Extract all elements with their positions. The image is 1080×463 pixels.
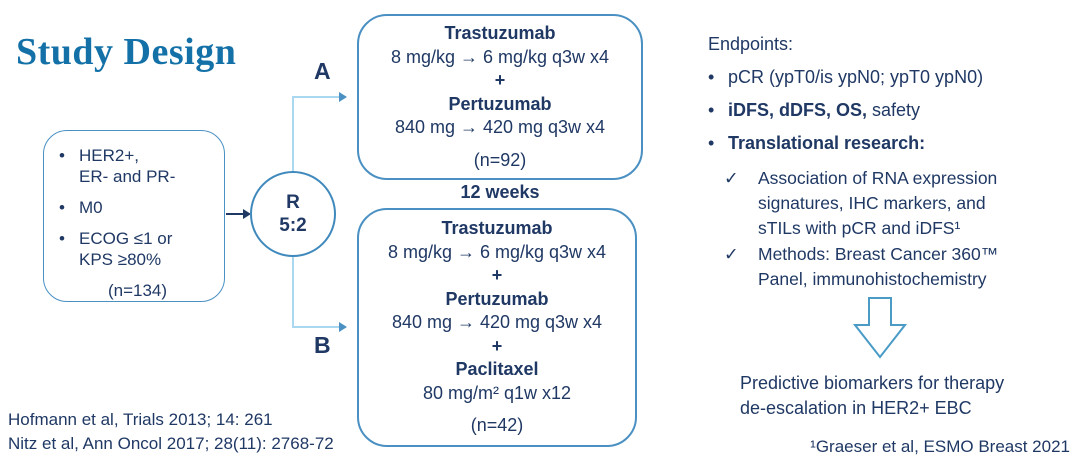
randomization-letter: R (286, 192, 300, 213)
plus-sign: + (494, 70, 506, 90)
arrowhead-icon (243, 209, 251, 219)
dose-line: 840 mg → 420 mg q3w x4 (394, 117, 606, 137)
outcome-statement: Predictive biomarkers for therapy de-esc… (740, 373, 1005, 418)
bullet-icon: • (59, 229, 65, 248)
bullet-icon: • (708, 67, 715, 87)
check-icon: ✓ (724, 244, 739, 264)
down-arrow-icon (852, 297, 908, 364)
eligibility-to-randomization-line (226, 213, 245, 215)
endpoint-text: pCR (ypT0/is ypN0; ypT0 ypN0) (728, 67, 984, 87)
arrowhead-icon (339, 322, 347, 332)
arm-a-label: A (314, 58, 331, 84)
dose-line: 8 mg/kg → 6 mg/kg q3w x4 (390, 46, 610, 67)
randomization-circle: R 5:2 (250, 171, 336, 257)
check-icon: ✓ (724, 168, 739, 188)
endpoint-text: Translational research: (728, 133, 926, 153)
bullet-icon: • (59, 198, 65, 217)
arm-b-label: B (314, 332, 331, 358)
arm-b-box: Trastuzumab 8 mg/kg → 6 mg/kg q3w x4 + P… (357, 208, 637, 447)
translational-item-text: Methods: Breast Cancer 360™ Panel, immun… (758, 244, 999, 289)
drug-name: Pertuzumab (445, 288, 549, 309)
reference-item: Hofmann et al, Trials 2013; 14: 261 (8, 410, 273, 429)
connector-to-arm-b (292, 326, 344, 328)
eligibility-item-text: M0 (79, 198, 103, 217)
translational-item-association: ✓ Association of RNA expression signatur… (724, 166, 997, 241)
endpoint-text: iDFS, dDFS, OS, safety (728, 100, 921, 120)
endpoint-bullet-translational: • Translational research: (708, 132, 925, 154)
bullet-icon: • (708, 133, 715, 153)
duration-label: 12 weeks (460, 182, 540, 202)
reference-item: Nitz et al, Ann Oncol 2017; 28(11): 2768… (8, 434, 334, 453)
eligibility-item-ecog: • ECOG ≤1 or KPS ≥80% (59, 228, 216, 270)
translational-item-methods: ✓ Methods: Breast Cancer 360™ Panel, imm… (724, 242, 998, 292)
bullet-icon: • (59, 146, 65, 165)
dose-line: 8 mg/kg → 6 mg/kg q3w x4 (387, 241, 607, 262)
drug-name: Paclitaxel (455, 359, 539, 380)
endpoints-heading: Endpoints: (708, 34, 794, 54)
eligibility-box: • HER2+, ER- and PR- • M0 • ECOG ≤1 or K… (43, 130, 225, 302)
endpoint-bullet-survival: • iDFS, dDFS, OS, safety (708, 99, 920, 121)
page-title: Study Design (16, 31, 237, 73)
dose-line: 840 mg → 420 mg q3w x4 (391, 312, 603, 333)
eligibility-item-m0: • M0 (59, 197, 216, 218)
arrowhead-icon (339, 92, 347, 102)
drug-name: Trastuzumab (441, 218, 553, 239)
eligibility-n-count: (n=134) (107, 281, 168, 300)
arm-b-n-count: (n=42) (470, 415, 524, 436)
eligibility-item-text: HER2+, ER- and PR- (79, 146, 176, 186)
plus-sign: + (491, 335, 503, 356)
references: Hofmann et al, Trials 2013; 14: 261 Nitz… (8, 408, 334, 456)
endpoint-bullet-pcr: • pCR (ypT0/is ypN0; ypT0 ypN0) (708, 66, 983, 88)
eligibility-item-text: ECOG ≤1 or KPS ≥80% (79, 229, 173, 269)
translational-item-text: Association of RNA expression signatures… (758, 168, 998, 238)
bullet-icon: • (708, 100, 715, 120)
drug-name: Trastuzumab (444, 23, 556, 43)
footnote-citation: ¹Graeser et al, ESMO Breast 2021 (810, 437, 1070, 456)
eligibility-item-her2: • HER2+, ER- and PR- (59, 145, 216, 187)
connector-to-arm-a (292, 96, 344, 98)
arm-a-box: Trastuzumab 8 mg/kg → 6 mg/kg q3w x4 + P… (357, 14, 643, 180)
drug-name: Pertuzumab (448, 93, 552, 114)
arm-a-n-count: (n=92) (473, 149, 527, 170)
randomization-ratio: 5:2 (279, 215, 307, 236)
plus-sign: + (491, 265, 503, 286)
dose-line: 80 mg/m² q1w x12 (422, 382, 572, 403)
